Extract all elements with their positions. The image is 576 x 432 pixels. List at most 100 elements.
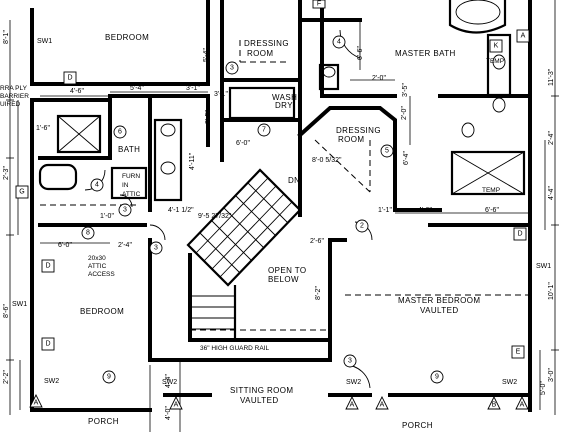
room-label-furn-b: IN bbox=[122, 182, 129, 189]
guard-rail-label: 36" HIGH GUARD RAIL bbox=[200, 345, 270, 352]
tag-marker: 7 bbox=[262, 127, 266, 134]
room-label-furn-c: ATTIC bbox=[122, 191, 141, 198]
dim-text: 5'-0" bbox=[540, 381, 547, 395]
dim-text: 2'-4" bbox=[548, 131, 555, 145]
window-tag: SW2 bbox=[162, 379, 177, 386]
tag-marker: 9 bbox=[107, 374, 111, 381]
attic-label-a: 20x30 bbox=[88, 255, 106, 262]
dim-text: 6'-0" bbox=[236, 140, 250, 147]
dim-text: 2'-6" bbox=[310, 238, 324, 245]
tag-marker: K bbox=[494, 43, 499, 50]
tag-marker: B bbox=[492, 402, 497, 409]
dim-text: 2'-2" bbox=[3, 370, 10, 384]
dim-text: 3'-1" bbox=[186, 85, 200, 92]
room-label-dressing-room-2b: ROOM bbox=[338, 135, 365, 144]
dim-text: 4'-6" bbox=[70, 88, 84, 95]
dim-text: 3'-1" bbox=[214, 91, 228, 98]
room-label-open-to-below-b: BELOW bbox=[268, 275, 299, 284]
tag-marker: D bbox=[45, 341, 50, 348]
room-label-furn-a: FURN bbox=[122, 173, 140, 180]
tag-marker: A bbox=[380, 402, 385, 409]
tag-marker: A bbox=[34, 400, 39, 407]
tag-marker: 4 bbox=[337, 39, 341, 46]
dim-text: 2'-4" bbox=[118, 242, 132, 249]
dim-text: 6'-6" bbox=[357, 46, 364, 60]
room-label-porch-left: PORCH bbox=[88, 417, 119, 426]
room-label-dressing-room-2a: DRESSING bbox=[336, 126, 381, 135]
window-tag: SW1 bbox=[536, 263, 551, 270]
dim-text: 3'-0" bbox=[548, 368, 555, 382]
temp-label-mid: TEMP bbox=[482, 187, 500, 194]
dim-text: 10'-1" bbox=[548, 282, 555, 300]
tag-marker: 3 bbox=[123, 207, 127, 214]
dim-text: 2'-0" bbox=[401, 106, 408, 120]
room-label-dressing-room-1a: DRESSING bbox=[244, 39, 289, 48]
window-tag: SW2 bbox=[44, 378, 59, 385]
dim-text: 1'-1" bbox=[378, 207, 392, 214]
tag-marker: A bbox=[350, 402, 355, 409]
tag-marker: F bbox=[317, 1, 321, 8]
tag-marker: 9 bbox=[435, 374, 439, 381]
tag-marker: 3 bbox=[154, 245, 158, 252]
dim-text: 3'-5" bbox=[205, 110, 212, 124]
tag-marker: 6 bbox=[118, 129, 122, 136]
interior-partitions bbox=[38, 0, 530, 389]
tag-marker: A bbox=[521, 33, 526, 40]
window-tag: SW1 bbox=[37, 38, 52, 45]
attic-label-b: ATTIC bbox=[88, 263, 107, 270]
dim-text: 8'-2" bbox=[315, 286, 322, 300]
dim-text: 3'-5" bbox=[402, 83, 409, 97]
stair-dn-label: DN bbox=[288, 176, 300, 185]
dim-text: 6'-6" bbox=[485, 207, 499, 214]
dim-text: 4'-4" bbox=[548, 186, 555, 200]
room-label-master-bath: MASTER BATH bbox=[395, 49, 456, 58]
dimension-text: 4'-6" 5'-4" 3'-1" 2'-0" 1'-6" 6'-0" 8'-0… bbox=[36, 75, 499, 249]
tag-marker: E bbox=[516, 349, 521, 356]
dim-text: 8'-1" bbox=[3, 30, 10, 44]
dim-text: 4'-4" bbox=[165, 374, 172, 388]
dim-text: 2'-3" bbox=[3, 166, 10, 180]
tag-marker: A bbox=[520, 402, 525, 409]
room-label-open-to-below-a: OPEN TO bbox=[268, 266, 307, 275]
tag-marker: 5 bbox=[385, 148, 389, 155]
dim-text: 4'-1 1/2" bbox=[168, 207, 194, 214]
dim-text: 8'-0 5/32" bbox=[312, 157, 342, 164]
dim-text: 9'-5 27/32" bbox=[198, 213, 232, 220]
walls bbox=[30, 0, 532, 412]
square-tags: D K A G D D D E F bbox=[15, 0, 530, 359]
tag-marker: 8 bbox=[86, 230, 90, 237]
room-label-porch-right: PORCH bbox=[402, 421, 433, 430]
dim-text: 1'-6" bbox=[36, 125, 50, 132]
barrier-label-b: BARRIER bbox=[0, 93, 29, 100]
room-label-bath: BATH bbox=[118, 145, 140, 154]
circle-tags: 3 4 6 7 5 4 3 8 3 2 9 3 9 bbox=[81, 35, 444, 384]
dim-text: 11'-3" bbox=[548, 68, 555, 86]
tag-marker: 3 bbox=[230, 65, 234, 72]
room-label-bedroom-lower: BEDROOM bbox=[80, 307, 124, 316]
dimension-text-vertical: 8'-1" 2'-3" 8'-6" 2'-2" 5'-4" 4'-11" 6'-… bbox=[3, 30, 555, 420]
temp-label-top: TEMP bbox=[486, 58, 504, 65]
dim-text: 4'-11" bbox=[189, 152, 196, 170]
window-tag: SW2 bbox=[346, 379, 361, 386]
barrier-label-a: RRA PLY bbox=[0, 85, 28, 92]
triangle-tags: A A A A B A bbox=[29, 393, 529, 410]
tag-marker: 2 bbox=[360, 223, 364, 230]
dimension-lines bbox=[6, 0, 559, 432]
tag-marker: A bbox=[174, 402, 179, 409]
room-label-sitting-room-b: VAULTED bbox=[240, 396, 279, 405]
tag-marker: D bbox=[517, 231, 522, 238]
dim-text: 4'-6" bbox=[418, 207, 432, 214]
stair bbox=[186, 168, 302, 342]
tag-marker: 3 bbox=[348, 358, 352, 365]
dim-text: 8'-6" bbox=[3, 304, 10, 318]
room-labels: BEDROOM DRESSING ROOM MASTER BATH WASH D… bbox=[0, 33, 504, 430]
room-label-wash-dry-b: DRY bbox=[275, 101, 293, 110]
dim-text: 5'-4" bbox=[130, 85, 144, 92]
room-label-master-bedroom-b: VAULTED bbox=[420, 306, 459, 315]
dim-text: 2'-0" bbox=[372, 75, 386, 82]
tag-marker: D bbox=[45, 263, 50, 270]
dim-text: 6'-0" bbox=[58, 242, 72, 249]
window-tags: SW1 SW1 SW1 SW2 SW2 SW2 SW2 bbox=[12, 38, 551, 386]
room-label-sitting-room-a: SITTING ROOM bbox=[230, 386, 293, 395]
